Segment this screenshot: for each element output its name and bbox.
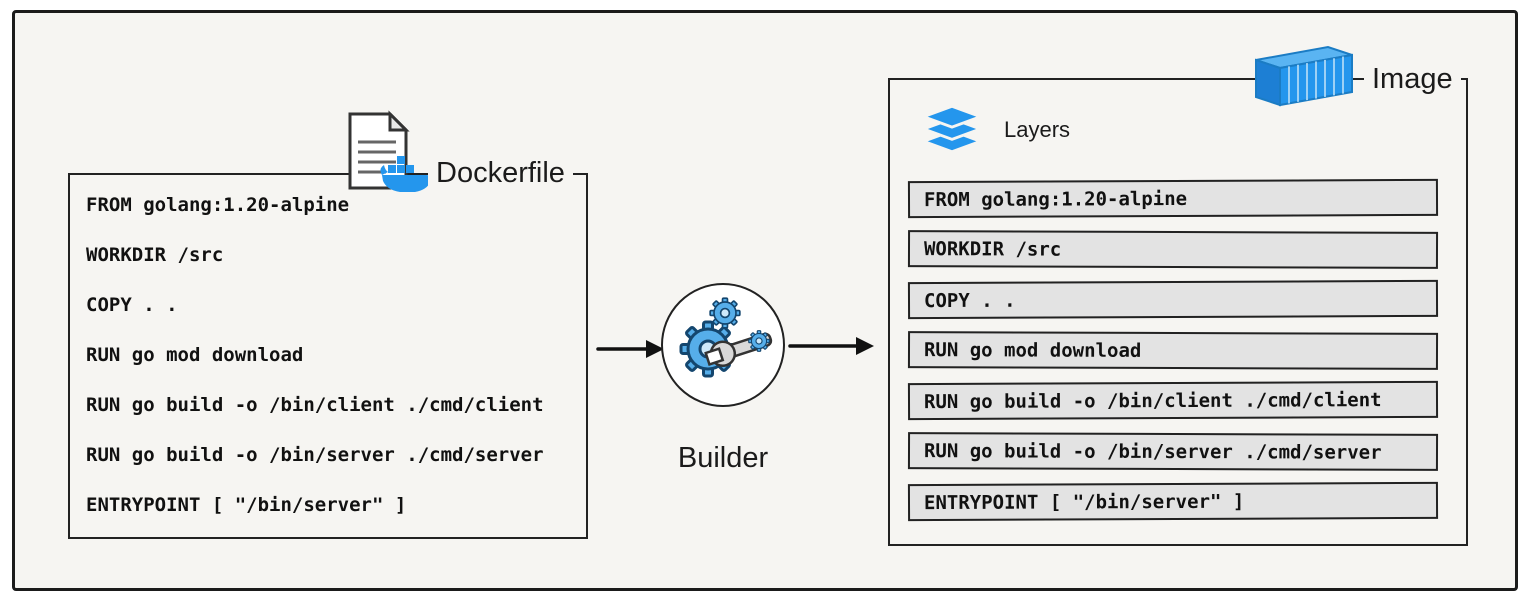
image-layer-row: ENTRYPOINT [ "/bin/server" ] [907, 481, 1439, 522]
dockerfile-line: RUN go build -o /bin/server ./cmd/server [86, 444, 544, 466]
docker-whale-icon [380, 156, 432, 192]
dockerfile-line: FROM golang:1.20-alpine [86, 194, 350, 216]
dockerfile-line: ENTRYPOINT [ "/bin/server" ] [86, 494, 407, 516]
dockerfile-box [68, 173, 588, 539]
dockerfile-label: Dockerfile [428, 157, 573, 189]
layers-label: Layers [1004, 117, 1071, 142]
image-layer-row: RUN go build -o /bin/client ./cmd/client [907, 380, 1439, 421]
image-label: Image [1364, 63, 1461, 95]
builder-label: Builder [677, 442, 769, 474]
dockerfile-line: RUN go build -o /bin/client ./cmd/client [86, 394, 544, 416]
image-layer-row: COPY . . [907, 279, 1439, 320]
image-box [888, 78, 1468, 546]
flow-arrow-left-icon [596, 340, 664, 358]
dockerfile-document-icon [348, 110, 432, 192]
flow-arrow-right-icon [788, 337, 874, 355]
image-layer-row: FROM golang:1.20-alpine [907, 178, 1439, 219]
dockerfile-line: WORKDIR /src [86, 244, 224, 266]
image-layer-stack: FROM golang:1.20-alpine WORKDIR /src COP… [907, 178, 1439, 522]
layers-icon [919, 104, 985, 154]
dockerfile-line: RUN go mod download [86, 344, 304, 366]
wrench-icon [704, 332, 773, 368]
image-layer-row: RUN go mod download [907, 330, 1439, 370]
dockerfile-code: FROM golang:1.20-alpine WORKDIR /src COP… [86, 180, 576, 530]
image-layer-row: RUN go build -o /bin/server ./cmd/server [907, 431, 1439, 471]
builder-circle [661, 283, 785, 407]
dockerfile-line: COPY . . [86, 294, 178, 316]
container-icon [1255, 45, 1353, 107]
image-layer-row: WORKDIR /src [907, 229, 1439, 269]
gears-icon [679, 297, 773, 378]
